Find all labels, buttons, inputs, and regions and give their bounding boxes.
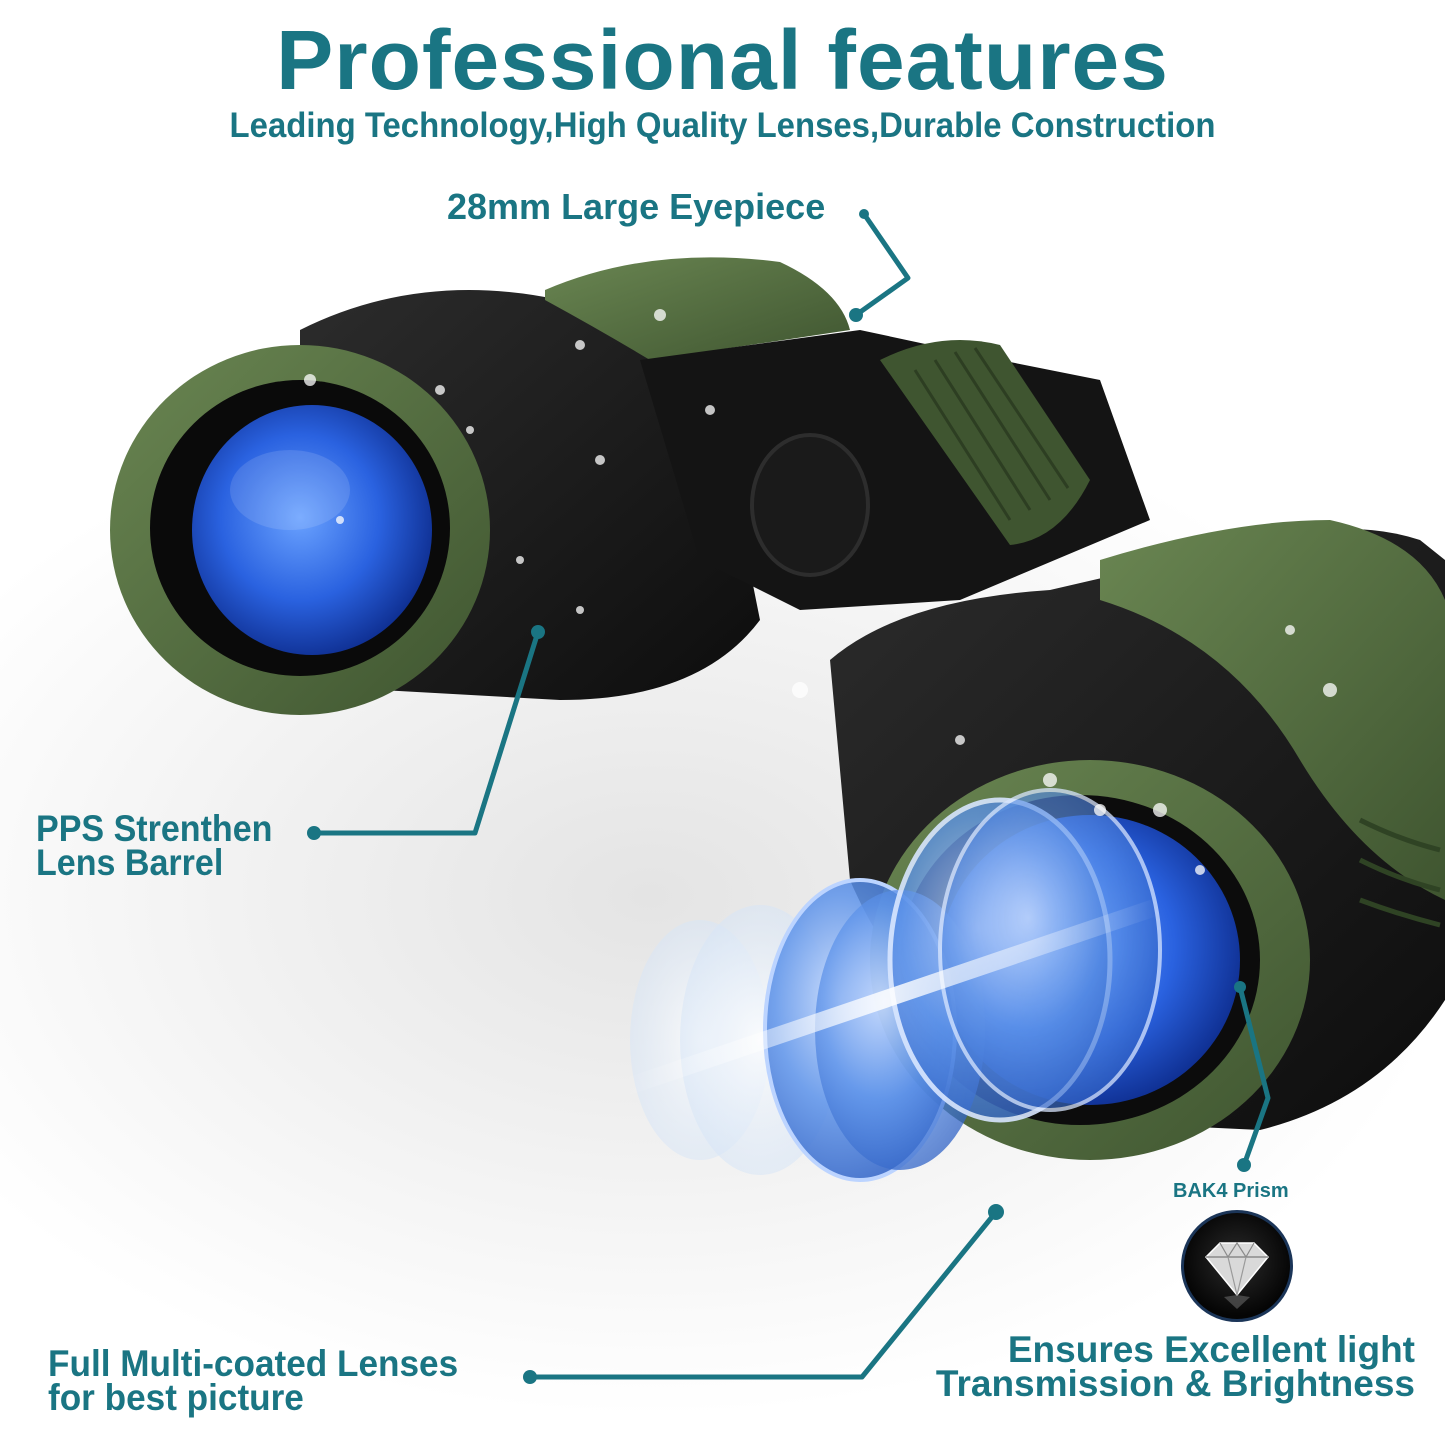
callout-multicoated-lenses: Full Multi-coated Lenses for best pictur… — [48, 1343, 459, 1419]
callout-eyepiece-line-1: 28mm Large Eyepiece — [447, 186, 826, 227]
callout-prism-benefit: Ensures Excellent light Transmission & B… — [935, 1329, 1415, 1405]
page-title: Professional features — [276, 13, 1169, 107]
callout-prism-line-1: Ensures Excellent light — [1007, 1329, 1415, 1370]
callout-lenses-line-2: for best picture — [48, 1377, 304, 1419]
diamond-icon — [1204, 1241, 1270, 1309]
callout-lenses-line-1: Full Multi-coated Lenses — [48, 1343, 459, 1384]
callout-lens-barrel-line-2: Lens Barrel — [36, 842, 224, 884]
bak4-prism-label: BAK4 Prism — [1173, 1180, 1289, 1202]
prism-badge — [1181, 1210, 1293, 1322]
callout-lens-barrel-line-1: PPS Strenthen — [36, 808, 273, 849]
callout-prism-line-2: Transmission & Brightness — [935, 1363, 1415, 1405]
page-subtitle: Leading Technology,High Quality Lenses,D… — [229, 106, 1216, 145]
callout-eyepiece: 28mm Large Eyepiece — [447, 186, 826, 227]
callout-lens-barrel: PPS Strenthen Lens Barrel — [36, 808, 273, 884]
